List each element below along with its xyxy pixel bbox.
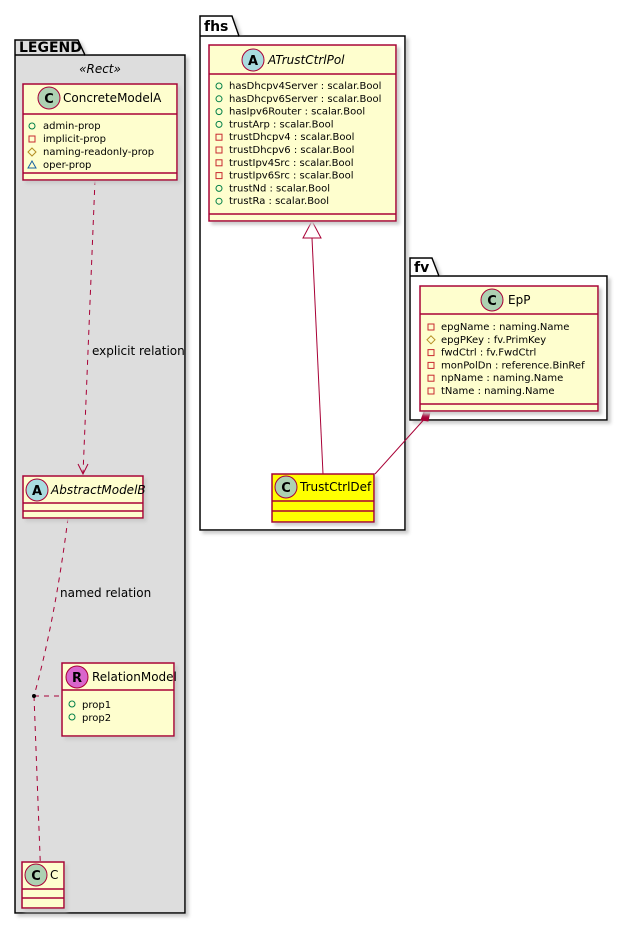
- attribute: tName : naming.Name: [441, 386, 555, 397]
- attribute: oper-prop: [43, 160, 91, 171]
- relation-explicit: explicit relation: [77, 179, 185, 476]
- relation-named-label: named relation: [60, 586, 151, 600]
- attribute: hasIpv6Router : scalar.Bool: [229, 107, 365, 118]
- class-abstract-model-b[interactable]: A AbstractModelB: [22, 475, 146, 519]
- public-visibility-icon: [215, 95, 223, 103]
- private-visibility-icon: [427, 323, 435, 331]
- svg-text:A: A: [248, 54, 258, 69]
- association-point: [32, 694, 36, 698]
- private-visibility-icon: [28, 135, 36, 143]
- attribute: hasDhcpv6Server : scalar.Bool: [229, 94, 381, 105]
- class-concrete-model-a[interactable]: C ConcreteModelA admin-prop implicit-pro…: [22, 83, 178, 181]
- attribute: hasDhcpv4Server : scalar.Bool: [229, 81, 381, 92]
- class-epp[interactable]: C EpP epgName : naming.Name epgPKey : fv.…: [419, 285, 599, 412]
- private-visibility-icon: [427, 349, 435, 357]
- class-name: ConcreteModelA: [63, 91, 162, 105]
- abstract-badge-icon: [241, 48, 265, 72]
- public-visibility-icon: [215, 120, 223, 128]
- class-badge-icon: [24, 863, 48, 887]
- attribute: trustDhcpv4 : scalar.Bool: [229, 132, 354, 143]
- svg-text:R: R: [72, 671, 82, 686]
- inheritance-arrowhead: [302, 219, 322, 239]
- relation-inheritance: [302, 219, 324, 475]
- protected-visibility-icon: [426, 335, 436, 345]
- public-visibility-icon: [28, 122, 36, 130]
- public-visibility-icon: [215, 108, 223, 116]
- attribute: epgPKey : fv.PrimKey: [441, 335, 546, 346]
- fv-package-name: fv: [414, 260, 429, 276]
- attribute: epgName : naming.Name: [441, 322, 569, 333]
- private-visibility-icon: [427, 374, 435, 382]
- class-relation-model[interactable]: R RelationModel prop1 prop2: [61, 662, 177, 737]
- svg-text:A: A: [32, 484, 42, 499]
- public-visibility-icon: [215, 197, 223, 205]
- attribute: fwdCtrl : fv.FwdCtrl: [441, 348, 536, 359]
- attribute: implicit-prop: [43, 134, 106, 145]
- private-visibility-icon: [215, 159, 223, 167]
- class-a-trust-ctrl-pol[interactable]: A ATrustCtrlPol hasDhcpv4Server : scalar…: [208, 44, 397, 222]
- class-name: ATrustCtrlPol: [267, 53, 345, 67]
- public-visibility-icon: [68, 713, 76, 721]
- class-trust-ctrl-def[interactable]: C TrustCtrlDef: [271, 473, 375, 523]
- class-badge-icon: [274, 475, 298, 499]
- attribute: monPolDn : reference.BinRef: [441, 360, 585, 371]
- abstract-badge-icon: [25, 478, 49, 502]
- public-visibility-icon: [215, 184, 223, 192]
- attribute: prop1: [82, 700, 111, 711]
- class-name: RelationModel: [92, 670, 177, 684]
- class-name: C: [50, 868, 58, 882]
- relation-composition: [374, 411, 431, 475]
- attribute-list: prop1 prop2: [68, 700, 111, 724]
- svg-text:C: C: [281, 481, 291, 496]
- public-visibility-icon: [215, 82, 223, 90]
- attribute: trustIpv4Src : scalar.Bool: [229, 158, 354, 169]
- attribute-list: admin-prop implicit-prop naming-readonly…: [27, 121, 154, 171]
- relation-explicit-label: explicit relation: [92, 344, 185, 358]
- attribute: trustRa : scalar.Bool: [229, 196, 329, 207]
- relation-named: named relation: [32, 517, 151, 884]
- public-visibility-icon: [68, 700, 76, 708]
- attribute: trustIpv6Src : scalar.Bool: [229, 171, 354, 182]
- package-visibility-icon: [27, 159, 37, 169]
- legend-package-name: LEGEND: [19, 40, 82, 56]
- protected-visibility-icon: [27, 147, 37, 157]
- private-visibility-icon: [215, 172, 223, 180]
- private-visibility-icon: [427, 387, 435, 395]
- private-visibility-icon: [215, 146, 223, 154]
- private-visibility-icon: [427, 361, 435, 369]
- attribute: admin-prop: [43, 121, 101, 132]
- fhs-package-name: fhs: [204, 19, 228, 35]
- class-name: TrustCtrlDef: [299, 480, 372, 494]
- attribute: trustNd : scalar.Bool: [229, 183, 330, 194]
- attribute-list: hasDhcpv4Server : scalar.Bool hasDhcpv6Se…: [215, 81, 381, 207]
- class-name: AbstractModelB: [50, 483, 146, 497]
- svg-text:C: C: [31, 869, 41, 884]
- svg-text:C: C: [487, 294, 497, 309]
- private-visibility-icon: [215, 133, 223, 141]
- class-badge-icon: [37, 86, 61, 110]
- attribute: prop2: [82, 713, 111, 724]
- attribute: npName : naming.Name: [441, 373, 563, 384]
- attribute: naming-readonly-prop: [43, 147, 154, 158]
- class-badge-icon: [480, 288, 504, 312]
- attribute-list: epgName : naming.Name epgPKey : fv.PrimKe…: [426, 322, 585, 397]
- composition-diamond: [420, 411, 431, 422]
- svg-text:C: C: [44, 92, 54, 107]
- class-name: EpP: [508, 293, 530, 307]
- relation-badge-icon: [65, 665, 89, 689]
- attribute: trustArp : scalar.Bool: [229, 119, 334, 130]
- legend-stereotype: «Rect»: [79, 62, 121, 76]
- attribute: trustDhcpv6 : scalar.Bool: [229, 145, 354, 156]
